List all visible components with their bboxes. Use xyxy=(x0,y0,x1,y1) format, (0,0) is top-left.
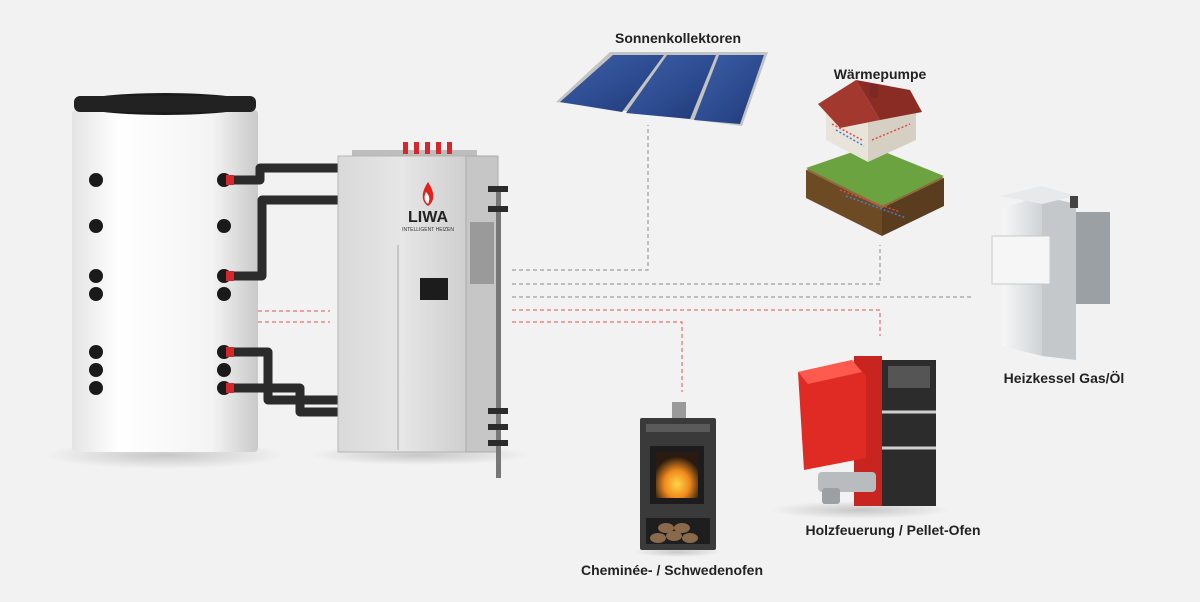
solar-collectors-label: Sonnenkollektoren xyxy=(614,30,742,46)
liwa-control-cabinet: LIWA INTELLIGENT HEIZEN xyxy=(310,142,530,478)
connection-pipes xyxy=(230,163,345,417)
heatpump-house xyxy=(806,80,944,236)
boiler-label: Heizkessel Gas/Öl xyxy=(1003,370,1125,386)
stove-label: Cheminée- / Schwedenofen xyxy=(580,562,764,578)
gas-oil-boiler xyxy=(991,186,1110,360)
wood-stove xyxy=(634,402,722,557)
logo-tagline: INTELLIGENT HEIZEN xyxy=(402,227,454,233)
pipe-fittings xyxy=(226,175,234,393)
pellet-label: Holzfeuerung / Pellet-Ofen xyxy=(805,522,981,538)
solar-collectors xyxy=(556,52,768,126)
stove-connection-line xyxy=(512,321,683,392)
solar-connection-line xyxy=(512,125,649,271)
heatpump-connection-line xyxy=(512,245,881,285)
pellet-connection-line xyxy=(512,309,881,336)
pellet-boiler xyxy=(770,356,950,519)
storage-tank xyxy=(45,93,285,469)
connection-lines xyxy=(258,125,972,392)
logo-brand: LIWA xyxy=(408,209,448,226)
heatpump-label: Wärmepumpe xyxy=(833,66,927,82)
